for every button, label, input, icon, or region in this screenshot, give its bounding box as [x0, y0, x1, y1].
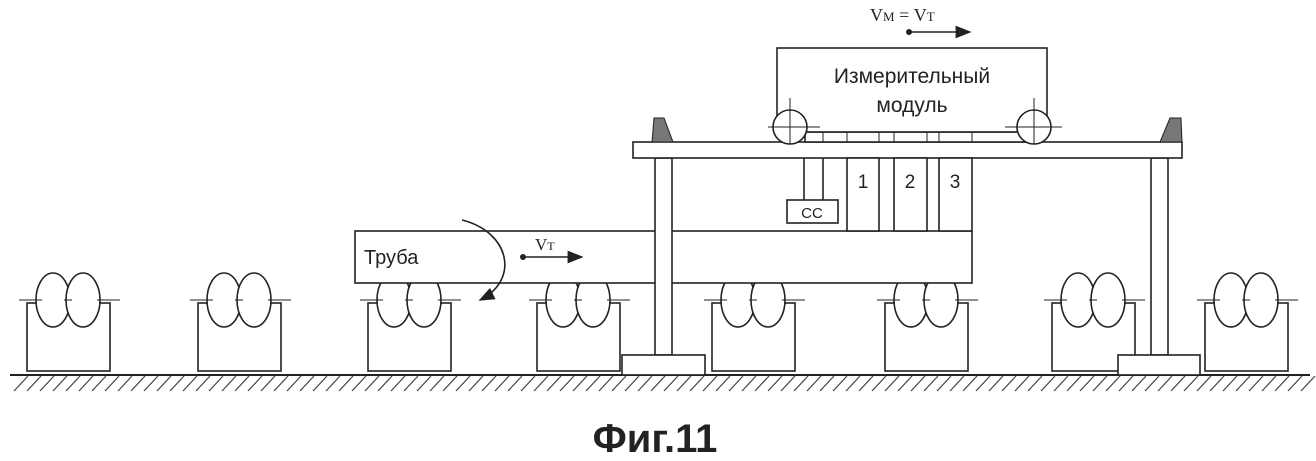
figure-caption: Фиг.11 [593, 417, 718, 461]
roller-stand [529, 273, 630, 371]
measuring-module: Измерительный модуль [768, 48, 1062, 144]
sensor-2-label: 2 [905, 172, 916, 193]
module-speed: VМ = VТ [870, 5, 970, 35]
cc-label: СС [801, 205, 823, 222]
sensor-1-label: 1 [858, 172, 869, 193]
roller-stand [1197, 273, 1298, 371]
pipe-speed-v: V [535, 235, 548, 254]
sensor-3-label: 3 [950, 172, 961, 193]
sensor-1 [847, 158, 879, 231]
roller-stand [360, 273, 461, 371]
ground [10, 375, 1315, 391]
module-label-2: модуль [876, 94, 947, 117]
roller-stand [19, 273, 120, 371]
roller-stand [704, 273, 805, 371]
sensor-3 [939, 158, 972, 231]
roller-stand [190, 273, 291, 371]
svg-text:VМ = VТ: VМ = VТ [870, 5, 935, 25]
pipe-label: Труба [364, 247, 419, 269]
roller-stand [877, 273, 978, 371]
pipe-speed-t: Т [547, 239, 555, 253]
stop-left [652, 118, 673, 142]
module-label-1: Измерительный [834, 65, 990, 88]
stop-right [1160, 118, 1182, 142]
sensor-2 [894, 158, 927, 231]
